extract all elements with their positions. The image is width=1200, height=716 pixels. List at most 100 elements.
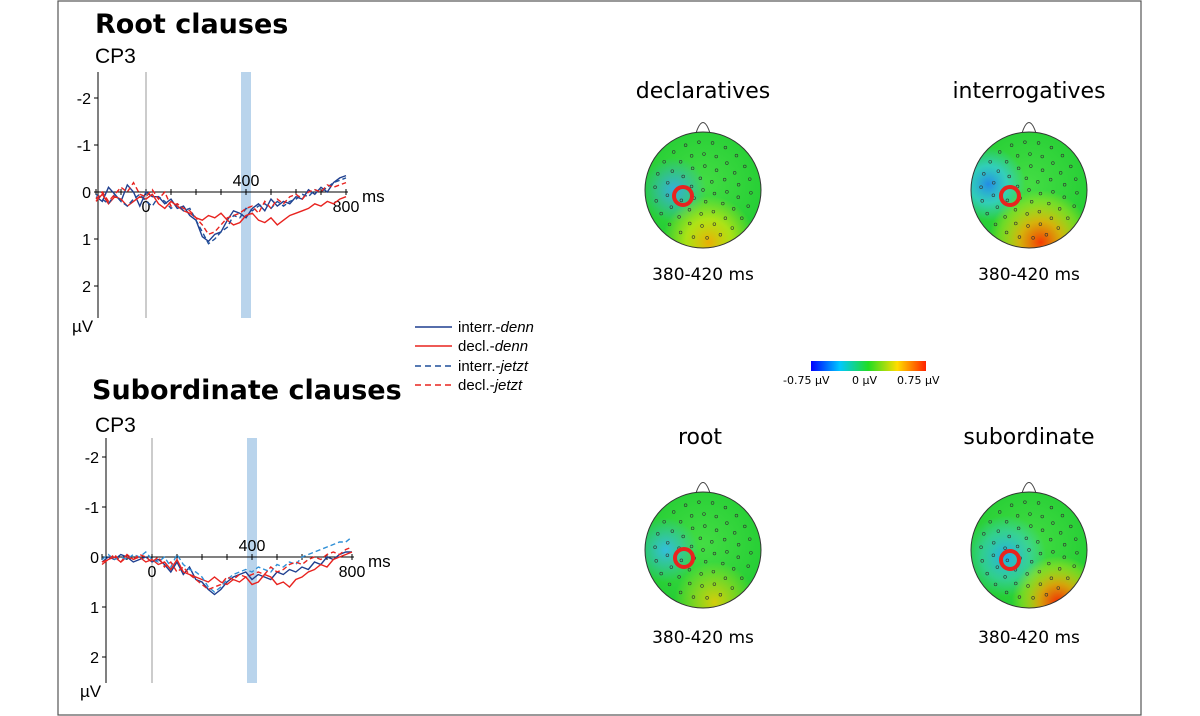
electrode-dot (653, 185, 657, 189)
electrode-dot (1049, 216, 1054, 220)
electrode-dot (725, 190, 729, 194)
electrode-dot (1044, 593, 1049, 597)
y-tick-label: -2 (85, 450, 99, 467)
electrode-dot (1025, 212, 1029, 216)
legend: interr.-denn decl.-denn interr.-jetzt de… (415, 319, 534, 394)
electrode-dot (736, 555, 740, 559)
electrode-dot (697, 140, 701, 144)
electrode-dot (1051, 161, 1055, 165)
series-line-decl-jetzt (101, 546, 353, 591)
y-unit-label-subordinate: µV (80, 682, 102, 701)
electrode-dot (672, 510, 676, 514)
electrode-dot (653, 545, 657, 549)
electrode-dot (1048, 537, 1053, 542)
electrode-dot (1007, 534, 1011, 539)
electrode-dot (666, 541, 670, 545)
electrode-dot (697, 500, 701, 504)
electrode-dot (1040, 528, 1045, 532)
electrode-dot (701, 548, 705, 552)
electrode-dot (1014, 221, 1018, 226)
electrode-dot (683, 143, 688, 147)
x-tick-label: 400 (233, 173, 260, 190)
electrode-dot (721, 561, 725, 566)
head-outline (644, 131, 762, 249)
electrode-dot (1004, 230, 1009, 235)
cp3-marker-icon (673, 547, 695, 569)
electrode-dot (689, 514, 694, 518)
nose-icon (1021, 482, 1037, 494)
electrode-dot (1072, 204, 1076, 208)
electrode-dot (705, 236, 709, 240)
electrode-dot (1062, 555, 1066, 559)
electrode-dot (1036, 501, 1041, 505)
legend-label: decl.-denn (458, 338, 528, 355)
x-tick-label: 0 (142, 199, 151, 216)
electrode-dot (703, 524, 707, 528)
electrode-dot (1023, 140, 1027, 144)
electrode-label-root: CP3 (95, 45, 136, 68)
electrode-dot (988, 160, 992, 164)
nose-icon (1021, 122, 1037, 134)
electrode-dot (1056, 226, 1060, 230)
topomap-subordinate: subordinate 380-420 ms (963, 425, 1094, 648)
cp3-marker-icon (999, 185, 1021, 207)
electrode-dot (723, 505, 728, 510)
electrode-dot (1028, 152, 1032, 156)
electrode-dot (687, 568, 692, 572)
electrode-dot (1015, 544, 1020, 549)
electrode-dot (1016, 526, 1021, 531)
electrode-dot (725, 161, 729, 165)
electrode-dot (683, 503, 688, 507)
electrode-dot (691, 235, 696, 239)
electrode-dot (1060, 513, 1065, 518)
electrode-dot (1062, 543, 1067, 547)
y-tick-label: 2 (82, 279, 91, 296)
electrode-dot (690, 166, 695, 171)
electrode-dot (1016, 166, 1021, 171)
x-tick-label: 0 (148, 564, 157, 581)
electrode-dot (698, 176, 703, 180)
electrode-dot (711, 209, 716, 214)
electrode-dot (1026, 224, 1030, 228)
topomap-title: root (678, 425, 722, 450)
electrode-dot (1003, 546, 1007, 550)
electrode-dot (743, 524, 747, 529)
colorbar-min-label: -0.75 µV (783, 374, 830, 387)
electrode-dot (1036, 540, 1040, 544)
electrode-dot (1075, 191, 1079, 195)
electrode-dot (1027, 188, 1031, 192)
electrode-dot (740, 216, 744, 220)
electrode-dot (1015, 154, 1020, 158)
electrode-dot (736, 543, 741, 547)
topomap-window-label: 380-420 ms (978, 628, 1080, 648)
electrode-dot (656, 172, 660, 176)
electrode-dot (712, 191, 717, 196)
electrode-dot (1060, 153, 1065, 158)
electrode-dot (982, 532, 986, 536)
electrode-dot (746, 204, 750, 208)
electrode-dot (678, 520, 683, 524)
electrode-dot (725, 521, 729, 525)
panel-title-subordinate: Subordinate clauses (92, 375, 402, 406)
electrode-dot (1038, 191, 1043, 196)
legend-label: interr.-denn (458, 319, 534, 336)
electrode-dot (1066, 576, 1070, 580)
electrode-dot (734, 153, 739, 158)
electrode-dot (681, 534, 685, 539)
electrode-dots (653, 500, 753, 600)
electrode-dot (1013, 208, 1018, 212)
electrode-dot (1025, 572, 1029, 576)
topomap-title: declaratives (636, 79, 770, 104)
electrode-dot (714, 514, 718, 519)
electrode-dot (699, 212, 703, 216)
legend-item-decl-denn: decl.-denn (415, 338, 528, 355)
topomap-title: interrogatives (952, 79, 1105, 104)
electrode-dot (1058, 171, 1063, 175)
electrode-dot (654, 559, 658, 563)
electrode-dot (1038, 582, 1043, 586)
x-tick-label: 800 (333, 199, 360, 216)
x-ticks-root: 0 400 800 (95, 173, 360, 216)
series-line-interr-jetzt (95, 177, 347, 245)
electrode-dot (998, 510, 1002, 514)
